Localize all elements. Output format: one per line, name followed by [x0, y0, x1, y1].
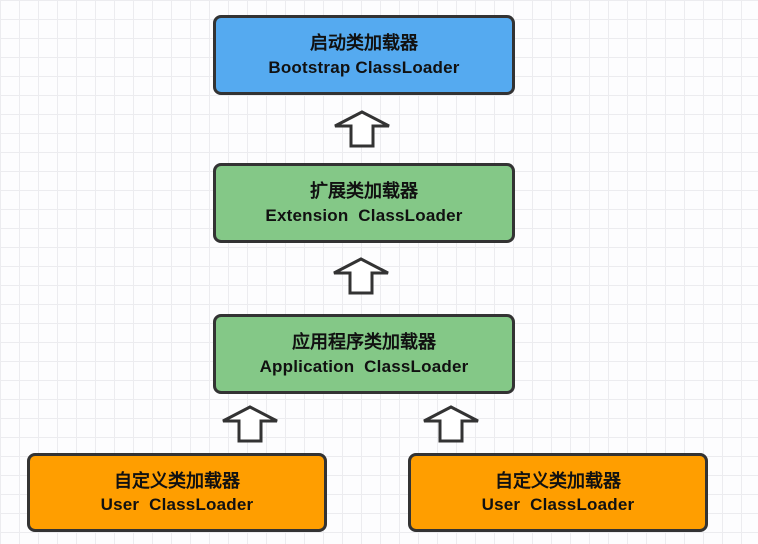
node-label-en: Application ClassLoader — [259, 356, 469, 376]
node-label-zh: 自定义类加载器 — [495, 470, 621, 491]
node-bootstrap-classloader: 启动类加载器 Bootstrap ClassLoader — [213, 15, 515, 95]
node-user-classloader-left: 自定义类加载器 User ClassLoader — [27, 453, 327, 532]
up-arrow-icon — [333, 110, 391, 148]
node-label-en: Extension ClassLoader — [265, 205, 463, 225]
node-label-zh: 自定义类加载器 — [114, 470, 240, 491]
up-arrow-icon — [221, 405, 279, 443]
node-label-zh: 启动类加载器 — [310, 33, 418, 54]
node-extension-classloader: 扩展类加载器 Extension ClassLoader — [213, 163, 515, 243]
node-label-zh: 应用程序类加载器 — [292, 332, 436, 353]
node-label-en: Bootstrap ClassLoader — [268, 57, 460, 77]
node-label-zh: 扩展类加载器 — [310, 181, 418, 202]
node-user-classloader-right: 自定义类加载器 User ClassLoader — [408, 453, 708, 532]
node-label-en: User ClassLoader — [481, 495, 635, 515]
up-arrow-icon — [332, 257, 390, 295]
node-application-classloader: 应用程序类加载器 Application ClassLoader — [213, 314, 515, 394]
up-arrow-icon — [422, 405, 480, 443]
node-label-en: User ClassLoader — [100, 495, 254, 515]
